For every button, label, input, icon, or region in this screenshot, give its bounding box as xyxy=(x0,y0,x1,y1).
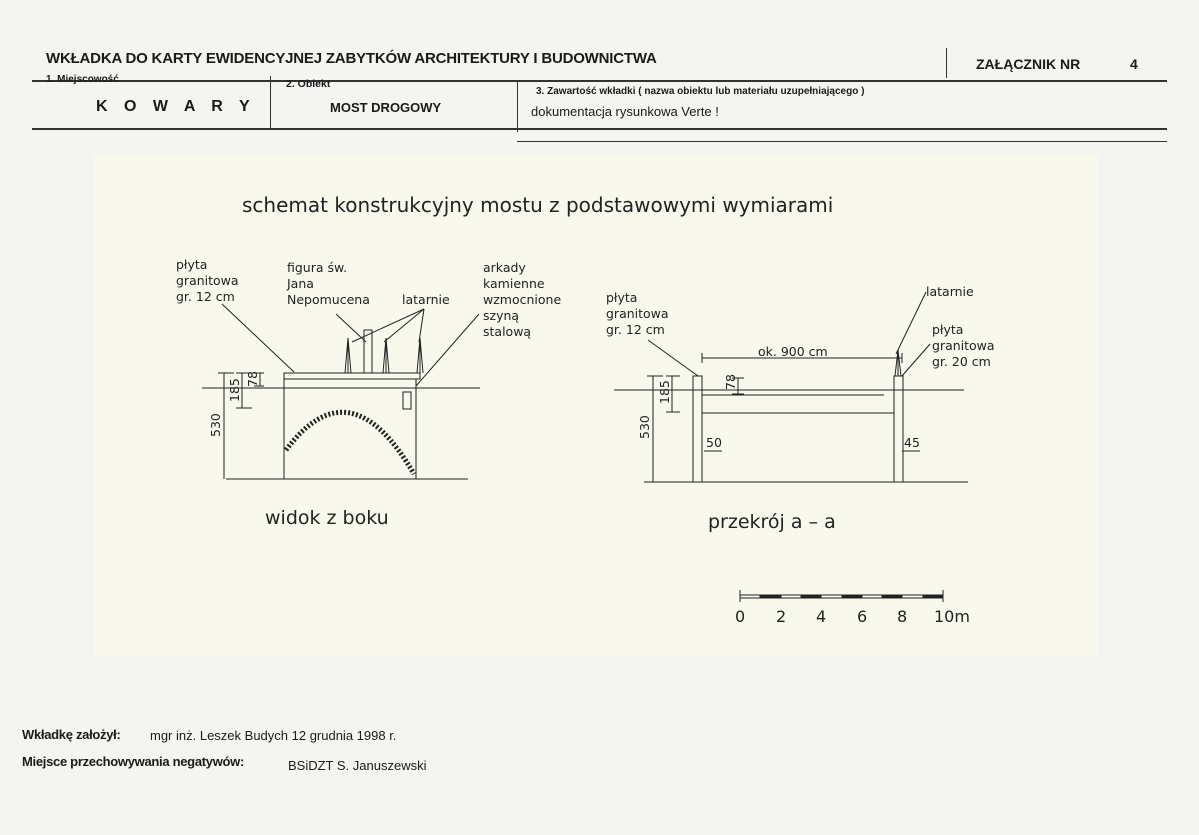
scale-tick-8: 8 xyxy=(897,607,907,626)
section-dim-50: 50 xyxy=(706,435,722,450)
scale-tick-2: 2 xyxy=(776,607,786,626)
section-slab-right-label: płyta granitowa gr. 20 cm xyxy=(932,322,999,369)
fields-rule-right xyxy=(517,141,1167,142)
cell-divider-1 xyxy=(270,76,271,130)
section-dim-530: 530 xyxy=(637,415,652,439)
storage-value: BSiDZT S. Januszewski xyxy=(288,758,427,773)
drawing-svg: schemat konstrukcyjny mostu z podstawowy… xyxy=(176,193,999,626)
cell-divider-2 xyxy=(517,80,518,132)
content-value: dokumentacja rysunkowa Verte ! xyxy=(531,104,719,119)
section-dim-width: ok. 900 cm xyxy=(758,344,828,359)
section-caption: przekrój a – a xyxy=(708,511,836,533)
fields-rule xyxy=(32,128,1167,130)
drawing-title: schemat konstrukcyjny mostu z podstawowy… xyxy=(242,193,833,217)
side-slab-label: płyta granitowa gr. 12 cm xyxy=(176,257,243,304)
side-statue-label: figura św. Jana Nepomucena xyxy=(286,260,370,307)
section-lamps-label: latarnie xyxy=(926,284,974,299)
storage-label: Miejsce przechowywania negatywów: xyxy=(22,754,244,769)
section-dim-185: 185 xyxy=(657,380,672,404)
scale-tick-0: 0 xyxy=(735,607,745,626)
side-dim-185: 185 xyxy=(227,378,242,402)
scale-tick-4: 4 xyxy=(816,607,826,626)
side-lamps-label: latarnie xyxy=(402,292,450,307)
side-view-caption: widok z boku xyxy=(265,507,389,529)
scale-bar: 0 2 4 6 8 10m xyxy=(735,590,970,626)
content-label: 3. Zawartość wkładki ( nazwa obiektu lub… xyxy=(536,86,865,97)
town-value: K O W A R Y xyxy=(96,98,256,115)
technical-drawing: schemat konstrukcyjny mostu z podstawowy… xyxy=(94,154,1098,656)
object-value: MOST DROGOWY xyxy=(330,100,442,115)
section-dim-78: 78 xyxy=(723,374,738,390)
object-label: 2. Obiekt xyxy=(286,78,331,90)
scale-tick-6: 6 xyxy=(857,607,867,626)
town-label: 1. Miejscowość xyxy=(46,74,119,85)
side-arcades-label: arkady kamienne wzmocnione szyną stalową xyxy=(483,260,565,339)
card-title: WKŁADKA DO KARTY EWIDENCYJNEJ ZABYTKÓW A… xyxy=(46,50,657,67)
section-dim-45: 45 xyxy=(904,435,920,450)
scale-tick-10: 10m xyxy=(934,607,970,626)
side-view: płyta granitowa gr. 12 cm figura św. Jan… xyxy=(176,257,565,529)
header-divider xyxy=(946,48,947,78)
author-value: mgr inż. Leszek Budych 12 grudnia 1998 r… xyxy=(150,728,397,743)
annex-label: ZAŁĄCZNIK NR xyxy=(976,56,1081,72)
section-slab-left-label: płyta granitowa gr. 12 cm xyxy=(606,290,673,337)
author-label: Wkładkę założył: xyxy=(22,727,121,742)
side-dim-78: 78 xyxy=(245,371,260,387)
section-view: płyta granitowa gr. 12 cm latarnie płyta… xyxy=(606,284,999,533)
annex-number: 4 xyxy=(1130,56,1138,72)
header-rule xyxy=(32,80,1167,82)
side-dim-530: 530 xyxy=(208,413,223,437)
